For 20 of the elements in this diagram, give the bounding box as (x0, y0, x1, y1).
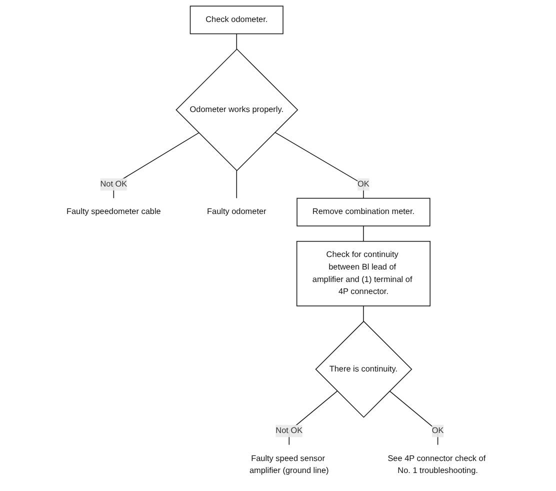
node-box (190, 6, 284, 34)
edge-label: OK (432, 426, 444, 436)
node-text: Faulty speed sensor amplifier (ground line) (250, 454, 330, 476)
node-diamond (315, 320, 412, 418)
connector (236, 170, 238, 199)
node-text: Faulty speedometer cable (66, 208, 162, 216)
node-box (296, 198, 430, 226)
node-text: See 4P connector check of No. 1 troubleshooting. (388, 454, 486, 476)
connector (274, 132, 364, 199)
edge-label: OK (358, 180, 370, 189)
connector (389, 390, 438, 446)
node-diamond (176, 48, 298, 172)
connector (363, 306, 364, 322)
edge-label: Not OK (100, 180, 128, 189)
node-box (296, 240, 431, 306)
connector (236, 33, 238, 50)
connector (363, 226, 364, 242)
flowchart: Not OK OK Not OK OK Check odometer. Odometer works properly. Faulty speedometer cable Faulty odometer Remove combination meter. Check for continuity between Bl lead of amplifier and (1) terminal of 4P connector. There is continuity. Faulty speed sensor amplifier (ground line) See 4P connector check of No. 1 troubleshooting. (47, 2, 509, 489)
edge-label: Not OK (276, 426, 303, 436)
node-text: Faulty odometer (207, 208, 266, 216)
